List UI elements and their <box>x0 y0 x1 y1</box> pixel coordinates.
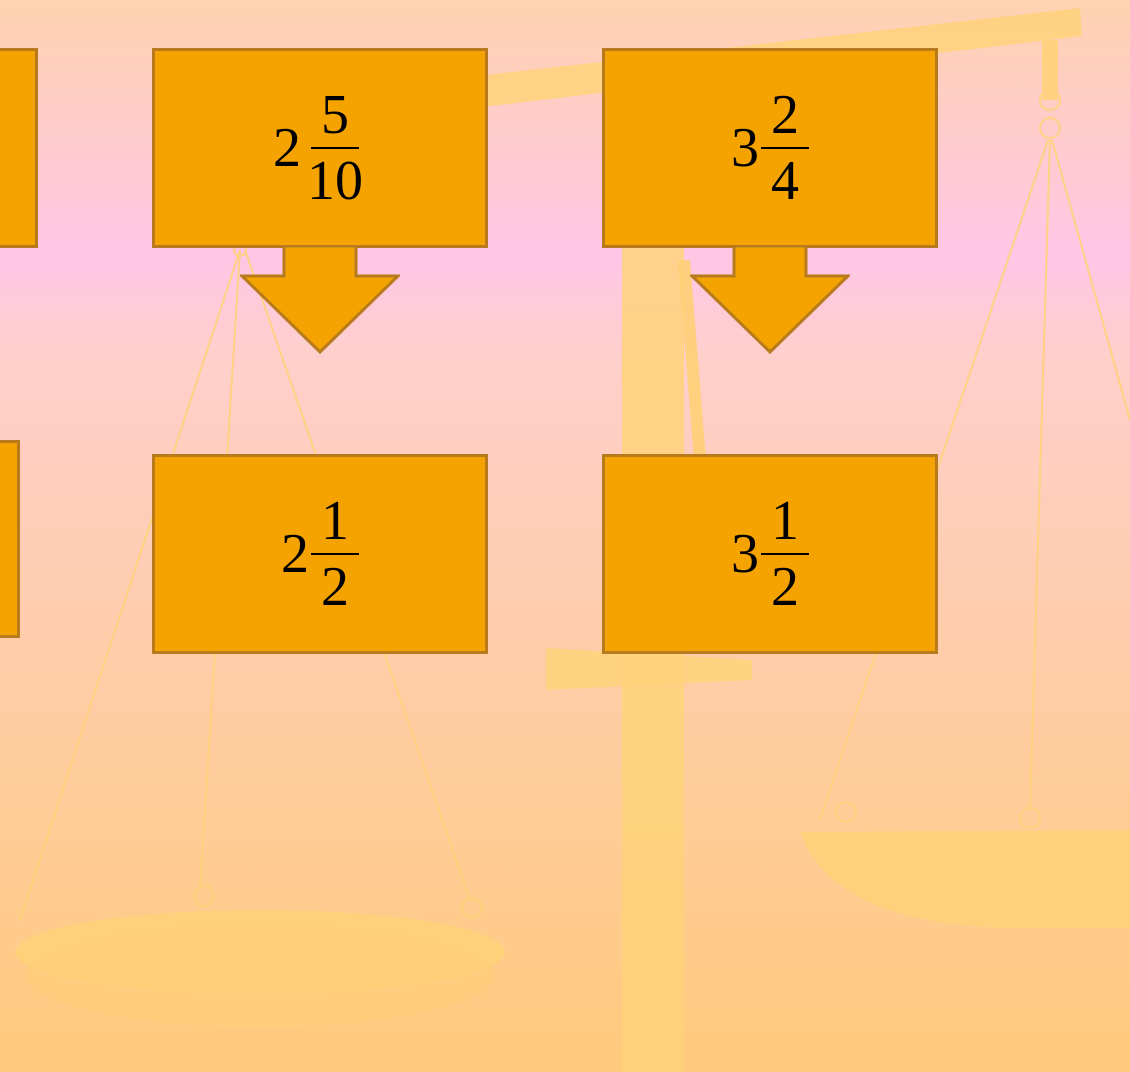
mixed-number: 2 5 10 <box>273 87 367 209</box>
fraction: 5 10 <box>303 87 367 209</box>
partial-card-top <box>0 48 38 248</box>
fraction: 1 2 <box>761 493 809 615</box>
numerator: 1 <box>761 493 809 555</box>
fraction-card-top-2[interactable]: 3 2 4 <box>602 48 938 248</box>
scale-base <box>546 648 752 690</box>
down-arrow-icon <box>690 246 850 355</box>
down-arrow-icon <box>240 246 400 355</box>
fraction-card-bottom-2[interactable]: 3 1 2 <box>602 454 938 654</box>
fraction-card-top-1[interactable]: 2 5 10 <box>152 48 488 248</box>
right-pan <box>800 830 1130 928</box>
mixed-number: 2 1 2 <box>281 493 359 615</box>
fraction: 1 2 <box>311 493 359 615</box>
denominator: 2 <box>321 556 349 618</box>
numerator: 5 <box>311 87 359 149</box>
mixed-number: 3 1 2 <box>731 493 809 615</box>
denominator: 2 <box>771 556 799 618</box>
scale-rod <box>678 260 706 460</box>
fraction-card-bottom-1[interactable]: 2 1 2 <box>152 454 488 654</box>
numerator: 1 <box>311 493 359 555</box>
denominator: 10 <box>307 150 363 212</box>
fraction: 2 4 <box>761 87 809 209</box>
numerator: 2 <box>761 87 809 149</box>
mixed-number: 3 2 4 <box>731 87 809 209</box>
denominator: 4 <box>771 150 799 212</box>
partial-card-bottom <box>0 440 20 638</box>
